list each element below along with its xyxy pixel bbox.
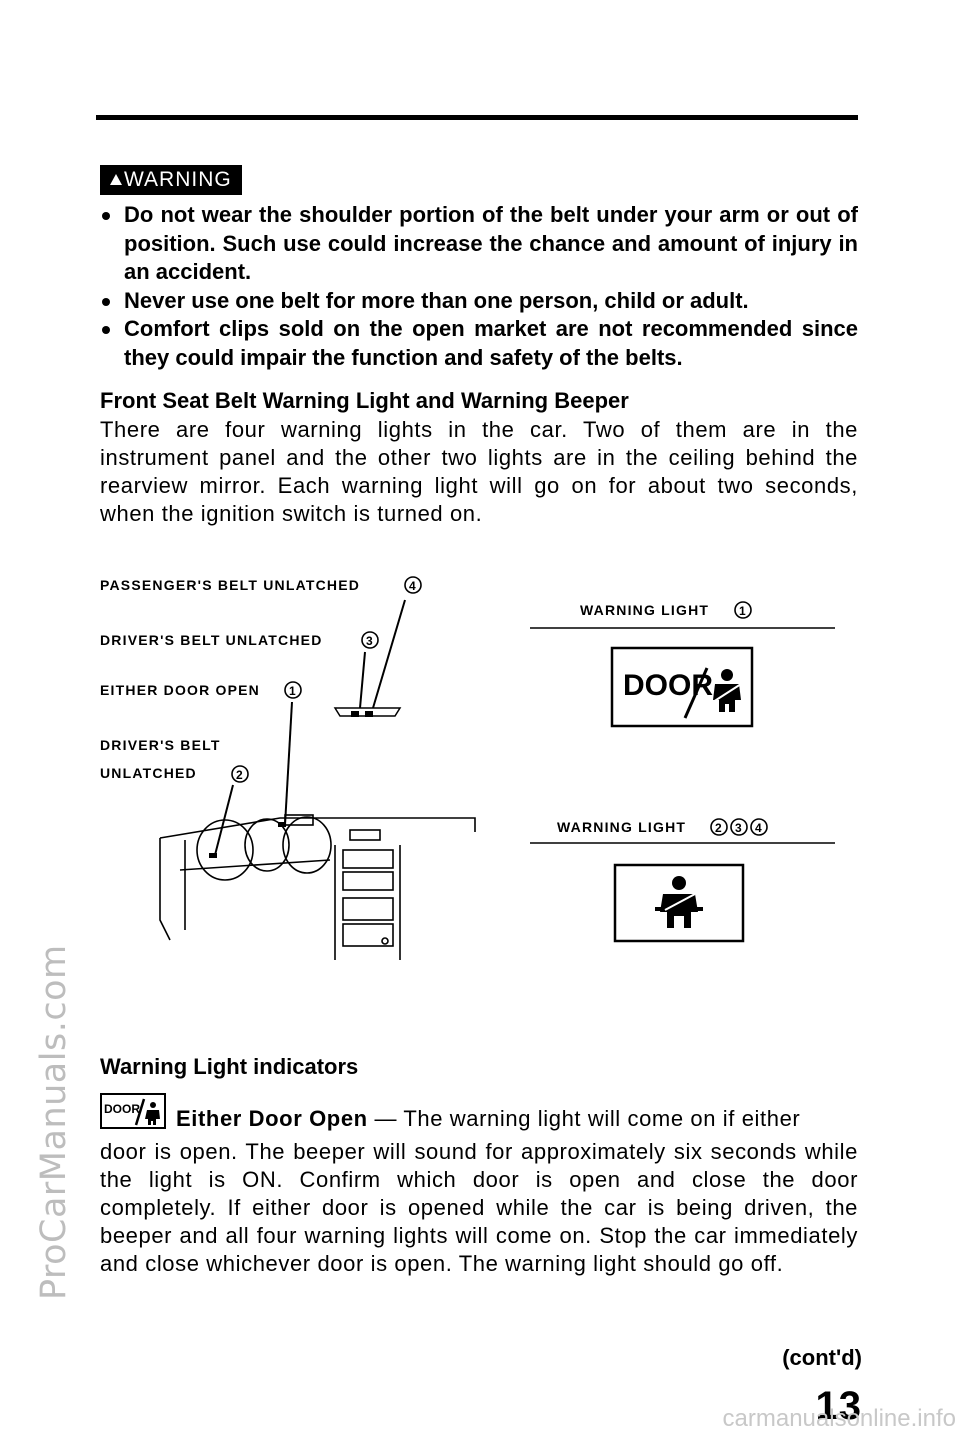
seatbelt-person-icon	[713, 669, 741, 712]
marker-1: 1	[739, 604, 746, 618]
door-open-lead: Either Door Open	[176, 1106, 368, 1131]
marker-2: 2	[715, 821, 722, 835]
marker-1-icon	[734, 601, 752, 619]
marker-3: 3	[735, 821, 742, 835]
dash-lamp-icon	[209, 853, 217, 858]
bullet-dot-icon	[102, 326, 110, 334]
leader-line-4	[372, 599, 406, 709]
warning-light-diagram: PASSENGER'S BELT UNLATCHED 4 DRIVER'S BE…	[100, 576, 835, 960]
page-number: 13	[815, 1384, 862, 1428]
label-either-door: EITHER DOOR OPEN	[100, 682, 260, 698]
warning-triangle-icon	[110, 174, 122, 185]
ceiling-lamp-icon	[351, 711, 359, 717]
marker-4: 4	[409, 579, 416, 593]
marker-2-icon	[710, 818, 728, 836]
marker-3-icon	[730, 818, 748, 836]
section-title: Front Seat Belt Warning Light and Warnin…	[100, 388, 629, 413]
label-driver-belt-3: DRIVER'S BELT UNLATCHED	[100, 632, 323, 648]
label-driver-belt-2a: DRIVER'S BELT	[100, 737, 221, 753]
warning-bullets: Do not wear the shoulder portion of the …	[100, 201, 858, 372]
label-passenger-belt: PASSENGER'S BELT UNLATCHED	[100, 577, 360, 593]
section-paragraph: There are four warning lights in the car…	[100, 417, 858, 526]
door-open-first-line: Either Door Open — The warning light wil…	[100, 1105, 858, 1133]
warning-bullet-text: Comfort clips sold on the open market ar…	[124, 316, 858, 370]
indicators-title: Warning Light indicators	[100, 1054, 359, 1079]
bullet-dot-icon	[102, 212, 110, 220]
continued-label: (cont'd)	[782, 1345, 862, 1370]
label-warning-light-1: WARNING LIGHT	[580, 602, 709, 618]
warning-bullet-text: Never use one belt for more than one per…	[124, 287, 749, 313]
marker-1-icon	[284, 681, 302, 699]
marker-2: 2	[236, 768, 243, 782]
warning-bullet: Comfort clips sold on the open market ar…	[100, 315, 858, 372]
warning-bullet-text: Do not wear the shoulder portion of the …	[124, 202, 858, 284]
leader-line-3	[359, 651, 366, 709]
dash-lamp-icon	[278, 822, 286, 827]
door-open-first-line-text: The warning light will come on if either	[403, 1106, 801, 1131]
door-warning-panel	[610, 646, 754, 728]
warning-bullet: Do not wear the shoulder portion of the …	[100, 201, 858, 287]
ceiling-lamp-icon	[365, 711, 373, 717]
bullet-dot-icon	[102, 297, 110, 306]
warning-badge-label: WARNING	[124, 168, 232, 191]
em-dash: —	[374, 1106, 398, 1131]
marker-4-icon	[404, 576, 422, 594]
svg-text:DOOR: DOOR	[104, 1102, 140, 1116]
warning-bullet: Never use one belt for more than one per…	[100, 287, 858, 316]
marker-4: 4	[755, 821, 762, 835]
bottom-watermark: carmanualsonline.info	[722, 1405, 956, 1432]
label-driver-belt-2b: UNLATCHED	[100, 765, 197, 781]
label-warning-light-234: WARNING LIGHT	[557, 819, 686, 835]
door-open-icon: DOOR	[100, 1093, 166, 1129]
seatbelt-warning-panel	[613, 863, 745, 943]
marker-3: 3	[366, 634, 373, 648]
top-rule	[96, 115, 858, 120]
ceiling-light-housing	[333, 707, 402, 717]
door-open-paragraph: door is open. The beeper will sound for …	[100, 1139, 858, 1276]
warning-badge: WARNING	[100, 165, 242, 195]
door-panel-slash	[683, 667, 709, 719]
side-watermark: ProCarManuals.com	[34, 944, 74, 1300]
dashboard-drawing	[159, 814, 476, 960]
marker-1: 1	[289, 684, 296, 698]
leader-line-1	[284, 701, 293, 826]
marker-4-icon	[750, 818, 768, 836]
marker-3-icon	[361, 631, 379, 649]
marker-2-icon	[231, 765, 249, 783]
